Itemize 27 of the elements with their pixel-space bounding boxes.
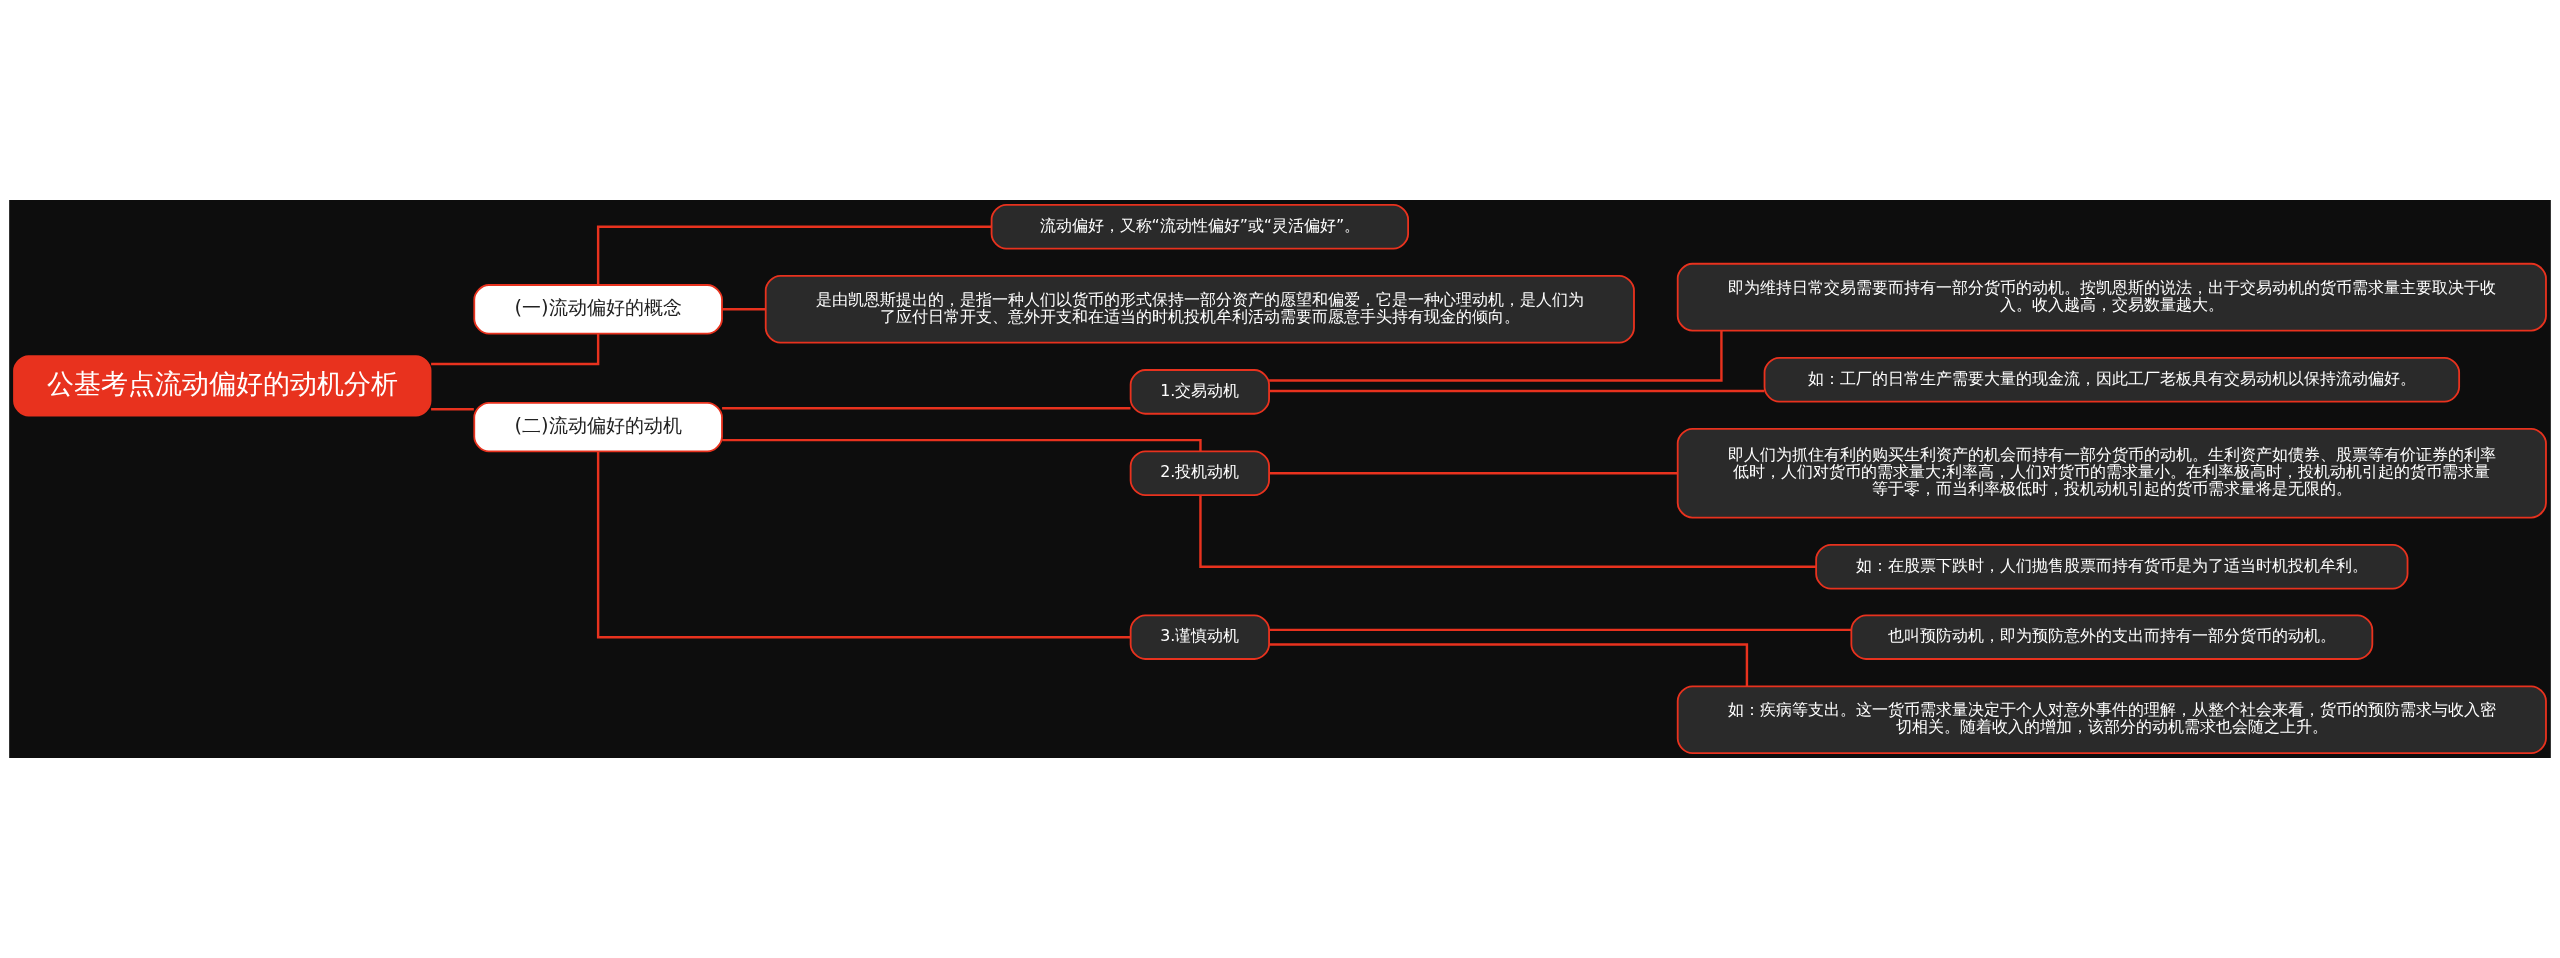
node-box: 1.交易动机 <box>1129 369 1270 415</box>
connector <box>431 407 474 411</box>
connector <box>1269 472 1678 475</box>
connector <box>596 225 992 285</box>
connector <box>1269 330 1723 382</box>
node-box: 如：疾病等支出。这一货币需求量决定于个人对意外事件的理解，从整个社会来看，货币的预防需求与收入密切相关。随着收入的增加，该部分的动机需求也会随之上升。 <box>1676 685 2547 755</box>
node-box: 流动偏好，又称“流动性偏好”或“灵活偏好”。 <box>990 203 1410 250</box>
node-box: 如：工厂的日常生产需要大量的现金流，因此工厂老板具有交易动机以保持流动偏好。 <box>1763 356 2461 403</box>
node-box: 是由凯恩斯提出的，是指一种人们以货币的形式保持一部分资产的愿望和偏爱，它是一种心理动机，是人们为了应付日常开支、意外开支和在适当的时机投机牟利活动需要而愿意手头持有现金的倾向。 <box>764 275 1635 344</box>
connector <box>431 333 600 366</box>
connector <box>1199 495 1816 568</box>
connector <box>1269 389 1765 393</box>
node-box: 如：在股票下跌时，人们抛售股票而持有货币是为了适当时机投机牟利。 <box>1815 543 2409 590</box>
node-box: (一)流动偏好的概念 <box>473 284 723 335</box>
connector <box>722 308 766 311</box>
node-box: 2.投机动机 <box>1129 450 1270 496</box>
node-box: (二)流动偏好的动机 <box>473 401 723 453</box>
node-box: 也叫预防动机，即为预防意外的支出而持有一部分货币的动机。 <box>1850 614 2374 660</box>
connector <box>1269 628 1852 632</box>
connector <box>722 438 1202 452</box>
node-box: 3.谨慎动机 <box>1129 614 1270 660</box>
connector <box>596 451 1131 639</box>
connector <box>1269 643 1749 687</box>
node-box: 即为维持日常交易需要而持有一部分货币的动机。按凯恩斯的说法，出于交易动机的货币需求量主要取决于收入。收入越高，交易数量越大。 <box>1676 262 2547 332</box>
connector <box>722 407 1131 410</box>
node-box: 即人们为抓住有利的购买生利资产的机会而持有一部分货币的动机。生利资产如债券、股票等有价证券的利率低时，人们对货币的需求量大;利率高，人们对货币的需求量小。在利率极高时，投机动机引起的货币需求量等于零，而当利率极低时，投机动机引起的货币需求量将是无限的。 <box>1676 428 2547 519</box>
node-box: 公基考点流动偏好的动机分析 <box>13 355 432 417</box>
